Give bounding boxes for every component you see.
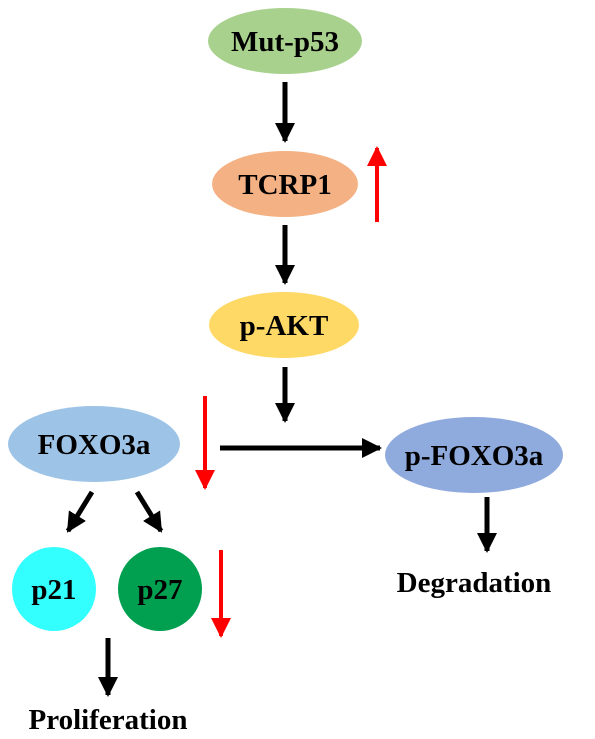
node-p-akt-shape: [209, 292, 359, 358]
node-p21-shape: [12, 547, 96, 631]
node-mut-p53: Mut-p53: [208, 8, 362, 74]
outcome-degradation: Degradation: [397, 567, 552, 599]
node-p-foxo3a: p-FOXO3a: [385, 417, 563, 493]
node-p27: p27: [118, 547, 202, 631]
node-p21-label: p21: [31, 574, 76, 606]
outcome-proliferation: Proliferation: [29, 704, 188, 736]
node-p-foxo3a-label: p-FOXO3a: [405, 440, 544, 472]
node-mut-p53-shape: [208, 8, 362, 74]
node-tcrp1-shape: [212, 151, 358, 217]
node-tcrp1-label: TCRP1: [238, 169, 331, 201]
node-foxo3a-label: FOXO3a: [38, 429, 151, 461]
node-p21: p21: [12, 547, 96, 631]
arrow-foxo3a-to-p27: [134, 490, 164, 533]
node-tcrp1: TCRP1: [212, 151, 358, 217]
node-p-akt: p-AKT: [209, 292, 359, 358]
node-p-akt-label: p-AKT: [240, 310, 329, 342]
node-mut-p53-label: Mut-p53: [231, 26, 339, 58]
node-foxo3a: FOXO3a: [8, 406, 180, 482]
arrow-foxo3a-to-p21: [65, 490, 95, 533]
node-p27-shape: [118, 547, 202, 631]
node-foxo3a-shape: [8, 406, 180, 482]
node-p-foxo3a-shape: [385, 417, 563, 493]
node-p27-label: p27: [137, 574, 182, 606]
